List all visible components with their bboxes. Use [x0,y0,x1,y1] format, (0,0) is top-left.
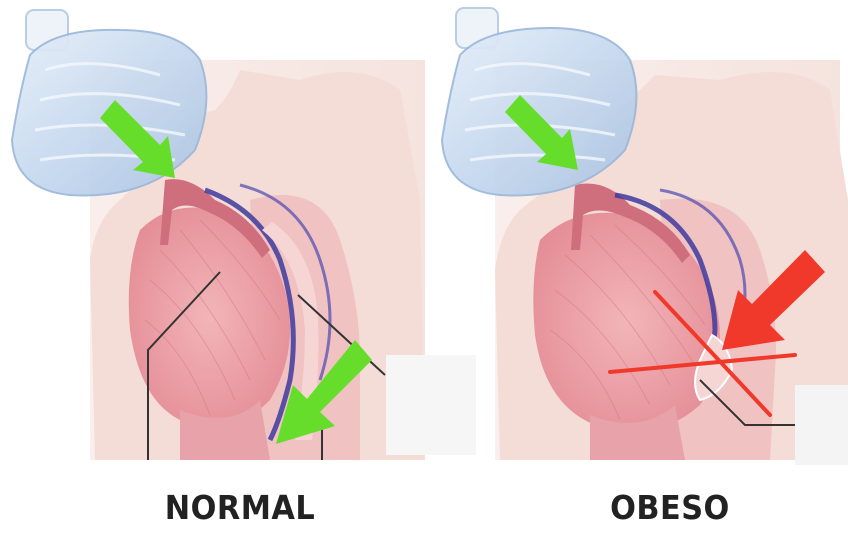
obese-mask-icon [442,8,636,195]
caption-obese: OBESO [569,488,771,532]
right-edge-patch [795,385,848,465]
normal-mask-icon [12,10,206,195]
obese-panel [442,8,848,460]
normal-panel [12,10,425,460]
center-patch [386,355,476,455]
caption-normal: NORMAL [139,488,341,532]
